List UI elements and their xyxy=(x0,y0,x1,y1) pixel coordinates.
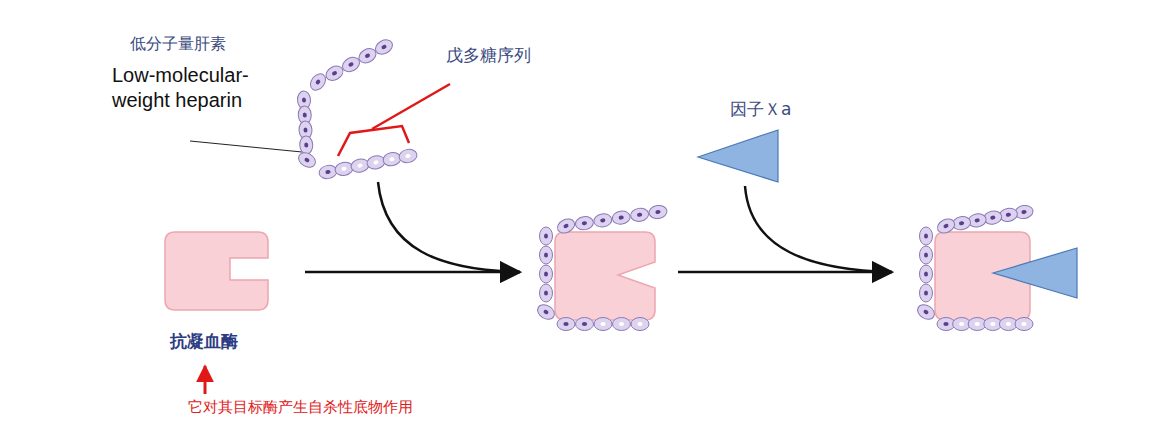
saccharide-bead xyxy=(575,215,595,231)
binding-curve xyxy=(745,186,892,272)
saccharide-bead xyxy=(555,216,577,236)
node-label: 抗凝血酶 xyxy=(170,330,238,353)
antithrombin-shape xyxy=(165,232,268,310)
saccharide-bead xyxy=(576,318,594,331)
node-label: 低分子量肝素 xyxy=(130,34,280,55)
annotation-label: 它对其目标酶产生自杀性底物作用 xyxy=(188,398,413,417)
antithrombin-node: 抗凝血酶 xyxy=(170,330,238,353)
saccharide-bead xyxy=(366,154,386,170)
saccharide-bead xyxy=(920,246,933,264)
pentasaccharide-bracket xyxy=(338,126,409,156)
saccharide-bead xyxy=(398,148,418,164)
annotation-label: 戊多糖序列 xyxy=(446,44,531,67)
saccharide-bead xyxy=(307,71,328,93)
factor-xa-shape xyxy=(993,248,1077,298)
saccharide-bead xyxy=(594,318,612,331)
saccharide-bead xyxy=(540,284,553,302)
factor-xa-shape xyxy=(698,130,778,182)
saccharide-bead xyxy=(593,213,613,229)
complex-shape xyxy=(555,232,655,320)
saccharide-bead xyxy=(540,265,553,283)
saccharide-bead xyxy=(935,216,957,236)
saccharide-bead xyxy=(611,210,631,226)
node-label: 因子Ｘa xyxy=(730,98,791,121)
saccharide-bead xyxy=(334,161,354,177)
factor-xa-node: 因子Ｘa xyxy=(730,98,791,121)
saccharide-bead xyxy=(920,284,933,302)
saccharide-bead xyxy=(920,265,933,283)
binding-curve xyxy=(378,182,520,272)
saccharide-bead xyxy=(350,157,370,173)
saccharide-bead xyxy=(648,204,668,220)
saccharide-bead xyxy=(920,227,933,245)
saccharide-bead xyxy=(557,318,575,331)
saccharide-bead xyxy=(535,302,557,322)
node-label: Low-molecular-weight heparin xyxy=(112,63,280,113)
saccharide-bead xyxy=(540,227,553,245)
saccharide-bead xyxy=(318,164,338,180)
pointer-arrow xyxy=(204,366,207,394)
pointer-line xyxy=(372,84,450,129)
saccharide-bead xyxy=(382,151,402,167)
saccharide-bead xyxy=(613,318,631,331)
saccharide-bead xyxy=(540,246,553,264)
saccharide-bead xyxy=(324,63,346,83)
saccharide-bead xyxy=(630,207,650,223)
heparin-node: 低分子量肝素 Low-molecular-weight heparin xyxy=(112,34,280,113)
saccharide-bead xyxy=(915,302,937,322)
leader-line xyxy=(190,141,302,152)
saccharide-bead xyxy=(299,136,313,155)
saccharide-bead xyxy=(1015,318,1033,331)
saccharide-bead xyxy=(631,318,649,331)
saccharide-bead xyxy=(296,150,318,170)
